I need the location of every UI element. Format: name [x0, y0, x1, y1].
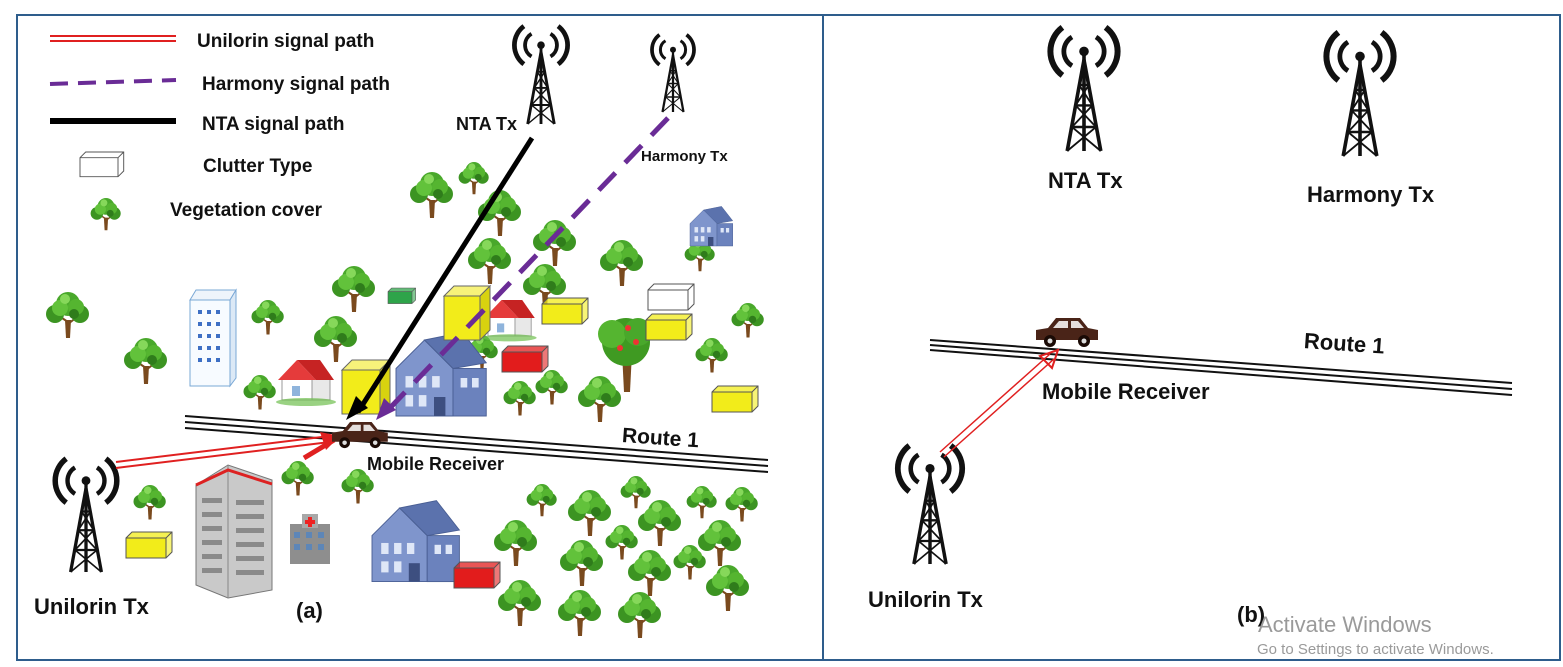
panel-b-road: [929, 339, 1513, 396]
unilorin-signal-path: [115, 435, 331, 463]
panel-b-frame: [822, 14, 1561, 661]
harmony-signal-path: [386, 116, 670, 412]
legend-clutter-icon: [79, 151, 125, 178]
panel-b-unilorin-tx-label: Unilorin Tx: [868, 587, 983, 612]
legend-vegetation-label: Vegetation cover: [170, 200, 323, 221]
legend-clutter-label: Clutter Type: [203, 156, 313, 177]
panel-b-harmony-tx-label: Harmony Tx: [1307, 182, 1435, 207]
panel-b-unilorin-path: [939, 348, 1060, 458]
panel-b-route-label: Route 1: [1303, 328, 1386, 359]
panel-a-trees: [45, 161, 765, 639]
panel-a-unilorin-tx-label: Unilorin Tx: [34, 594, 149, 619]
panel-b-caption: (b): [1237, 602, 1266, 627]
panel-a-buildings: [125, 206, 759, 599]
legend: [49, 35, 177, 231]
legend-harmony-label: Harmony signal path: [202, 74, 390, 95]
panel-a-receiver-label: Mobile Receiver: [367, 454, 505, 474]
tall-building: [189, 288, 237, 388]
legend-unilorin-label: Unilorin signal path: [197, 31, 375, 52]
panel-a-road: [184, 415, 769, 473]
legend-nta-label: NTA signal path: [202, 114, 345, 135]
panel-a-nta-tx-label: NTA Tx: [456, 114, 517, 134]
legend-harmony-swatch: [49, 78, 177, 86]
nta-signal-path: [355, 136, 535, 414]
panel-a-harmony-tx-label: Harmony Tx: [641, 148, 728, 165]
grey-tower: [195, 464, 273, 599]
yellow-block: [340, 358, 392, 416]
hospital: [290, 514, 330, 564]
activate-windows-subtitle[interactable]: Go to Settings to activate Windows.: [1257, 641, 1494, 658]
panel-b-receiver-label: Mobile Receiver: [1042, 379, 1210, 404]
activate-windows-title: Activate Windows: [1258, 612, 1432, 637]
panel-a-caption: (a): [296, 598, 323, 623]
panel-b-nta-tx-label: NTA Tx: [1048, 168, 1123, 193]
